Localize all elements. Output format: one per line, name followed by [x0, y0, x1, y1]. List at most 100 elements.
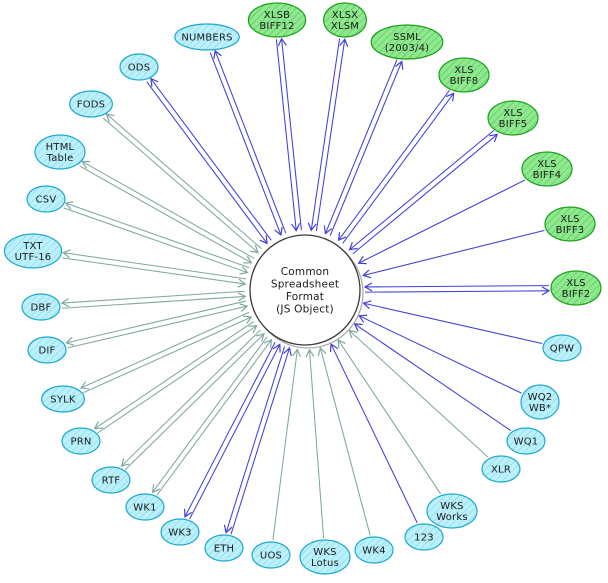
- node-wk1: WK1: [125, 493, 165, 521]
- node-label: ODS: [128, 63, 151, 74]
- node-label: WK3: [168, 528, 191, 539]
- edge-sylk: [81, 311, 251, 394]
- read-arrow: [338, 340, 442, 495]
- write-arrow: [153, 336, 268, 492]
- read-arrow: [272, 350, 297, 541]
- read-arrow: [146, 81, 267, 244]
- write-arrow: [82, 162, 255, 259]
- format-ellipse: [487, 100, 539, 136]
- write-arrow: [151, 79, 272, 241]
- node-label: FODS: [77, 100, 105, 111]
- edge-fods: [102, 114, 262, 253]
- read-arrow: [189, 345, 280, 520]
- read-arrow: [350, 129, 495, 249]
- node-123: 123: [404, 523, 444, 551]
- node-eth: ETH: [204, 534, 244, 562]
- edge-dif: [66, 300, 247, 349]
- write-arrow: [215, 51, 287, 234]
- node-wk3: WK3: [160, 518, 200, 546]
- format-ellipse: [34, 134, 86, 170]
- node-wk4: WK4: [354, 536, 394, 564]
- format-ellipse: [21, 293, 61, 321]
- node-label: XLR: [491, 465, 511, 476]
- format-ellipse: [247, 2, 307, 38]
- write-arrow: [106, 114, 262, 250]
- edge-xls-biff2: [365, 286, 549, 293]
- format-ellipse: [520, 384, 560, 420]
- write-arrow: [365, 291, 549, 292]
- node-dbf: DBF: [21, 293, 61, 321]
- edge-xlr: [349, 330, 489, 458]
- edge-rtf: [121, 329, 263, 471]
- format-ellipse: [542, 334, 582, 362]
- node-label: WK1: [133, 503, 156, 514]
- write-arrow: [66, 203, 250, 269]
- format-ellipse: [404, 523, 444, 551]
- edge-ssml-2003-4: [325, 59, 402, 236]
- node-label: PRN: [70, 437, 91, 448]
- node-label: CSV: [36, 195, 57, 206]
- edge-xlsb-biff12: [275, 39, 302, 231]
- format-ellipse: [506, 427, 546, 455]
- node-dif: DIF: [27, 336, 67, 364]
- read-arrow: [349, 330, 489, 458]
- read-arrow: [230, 348, 289, 535]
- node-label: RTF: [102, 476, 121, 487]
- format-ellipse: [61, 427, 101, 455]
- edge-xls-biff3: [363, 229, 545, 275]
- edge-prn: [95, 320, 257, 434]
- edge-wks-works: [338, 340, 442, 495]
- edge-uos: [272, 350, 297, 541]
- read-arrow: [209, 52, 281, 235]
- read-arrow: [331, 344, 418, 524]
- write-arrow: [315, 39, 344, 232]
- node-sylk: SYLK: [40, 385, 85, 413]
- format-ellipse: [481, 455, 521, 483]
- format-ellipse: [354, 536, 394, 564]
- edge-123: [331, 344, 418, 524]
- center-circle: [249, 234, 361, 346]
- format-ellipse: [119, 53, 159, 81]
- format-ellipse: [27, 336, 67, 364]
- read-arrow: [82, 317, 251, 394]
- edge-numbers: [209, 51, 287, 235]
- node-xlr: XLR: [481, 455, 521, 483]
- edge-xls-biff4: [359, 179, 526, 263]
- format-ellipse: [370, 24, 444, 60]
- format-ellipse: [251, 541, 291, 569]
- node-label: DBF: [31, 303, 52, 314]
- edge-wks-lotus: [309, 350, 325, 539]
- write-arrow: [66, 300, 247, 343]
- node-label: DIF: [38, 346, 55, 357]
- edge-eth: [226, 346, 289, 535]
- write-arrow: [329, 62, 402, 236]
- node-wq1: WQ1: [506, 427, 546, 455]
- format-ellipse: [438, 57, 490, 93]
- format-ellipse: [521, 151, 573, 187]
- read-arrow: [156, 340, 272, 496]
- read-arrow: [309, 350, 325, 539]
- format-ellipse: [125, 493, 165, 521]
- format-ellipse: [68, 90, 113, 118]
- read-arrow: [320, 348, 371, 536]
- edge-dbf: [62, 290, 246, 309]
- format-ellipse: [160, 518, 200, 546]
- read-arrow: [364, 303, 543, 344]
- edge-wq1: [355, 324, 512, 432]
- write-arrow: [121, 329, 261, 466]
